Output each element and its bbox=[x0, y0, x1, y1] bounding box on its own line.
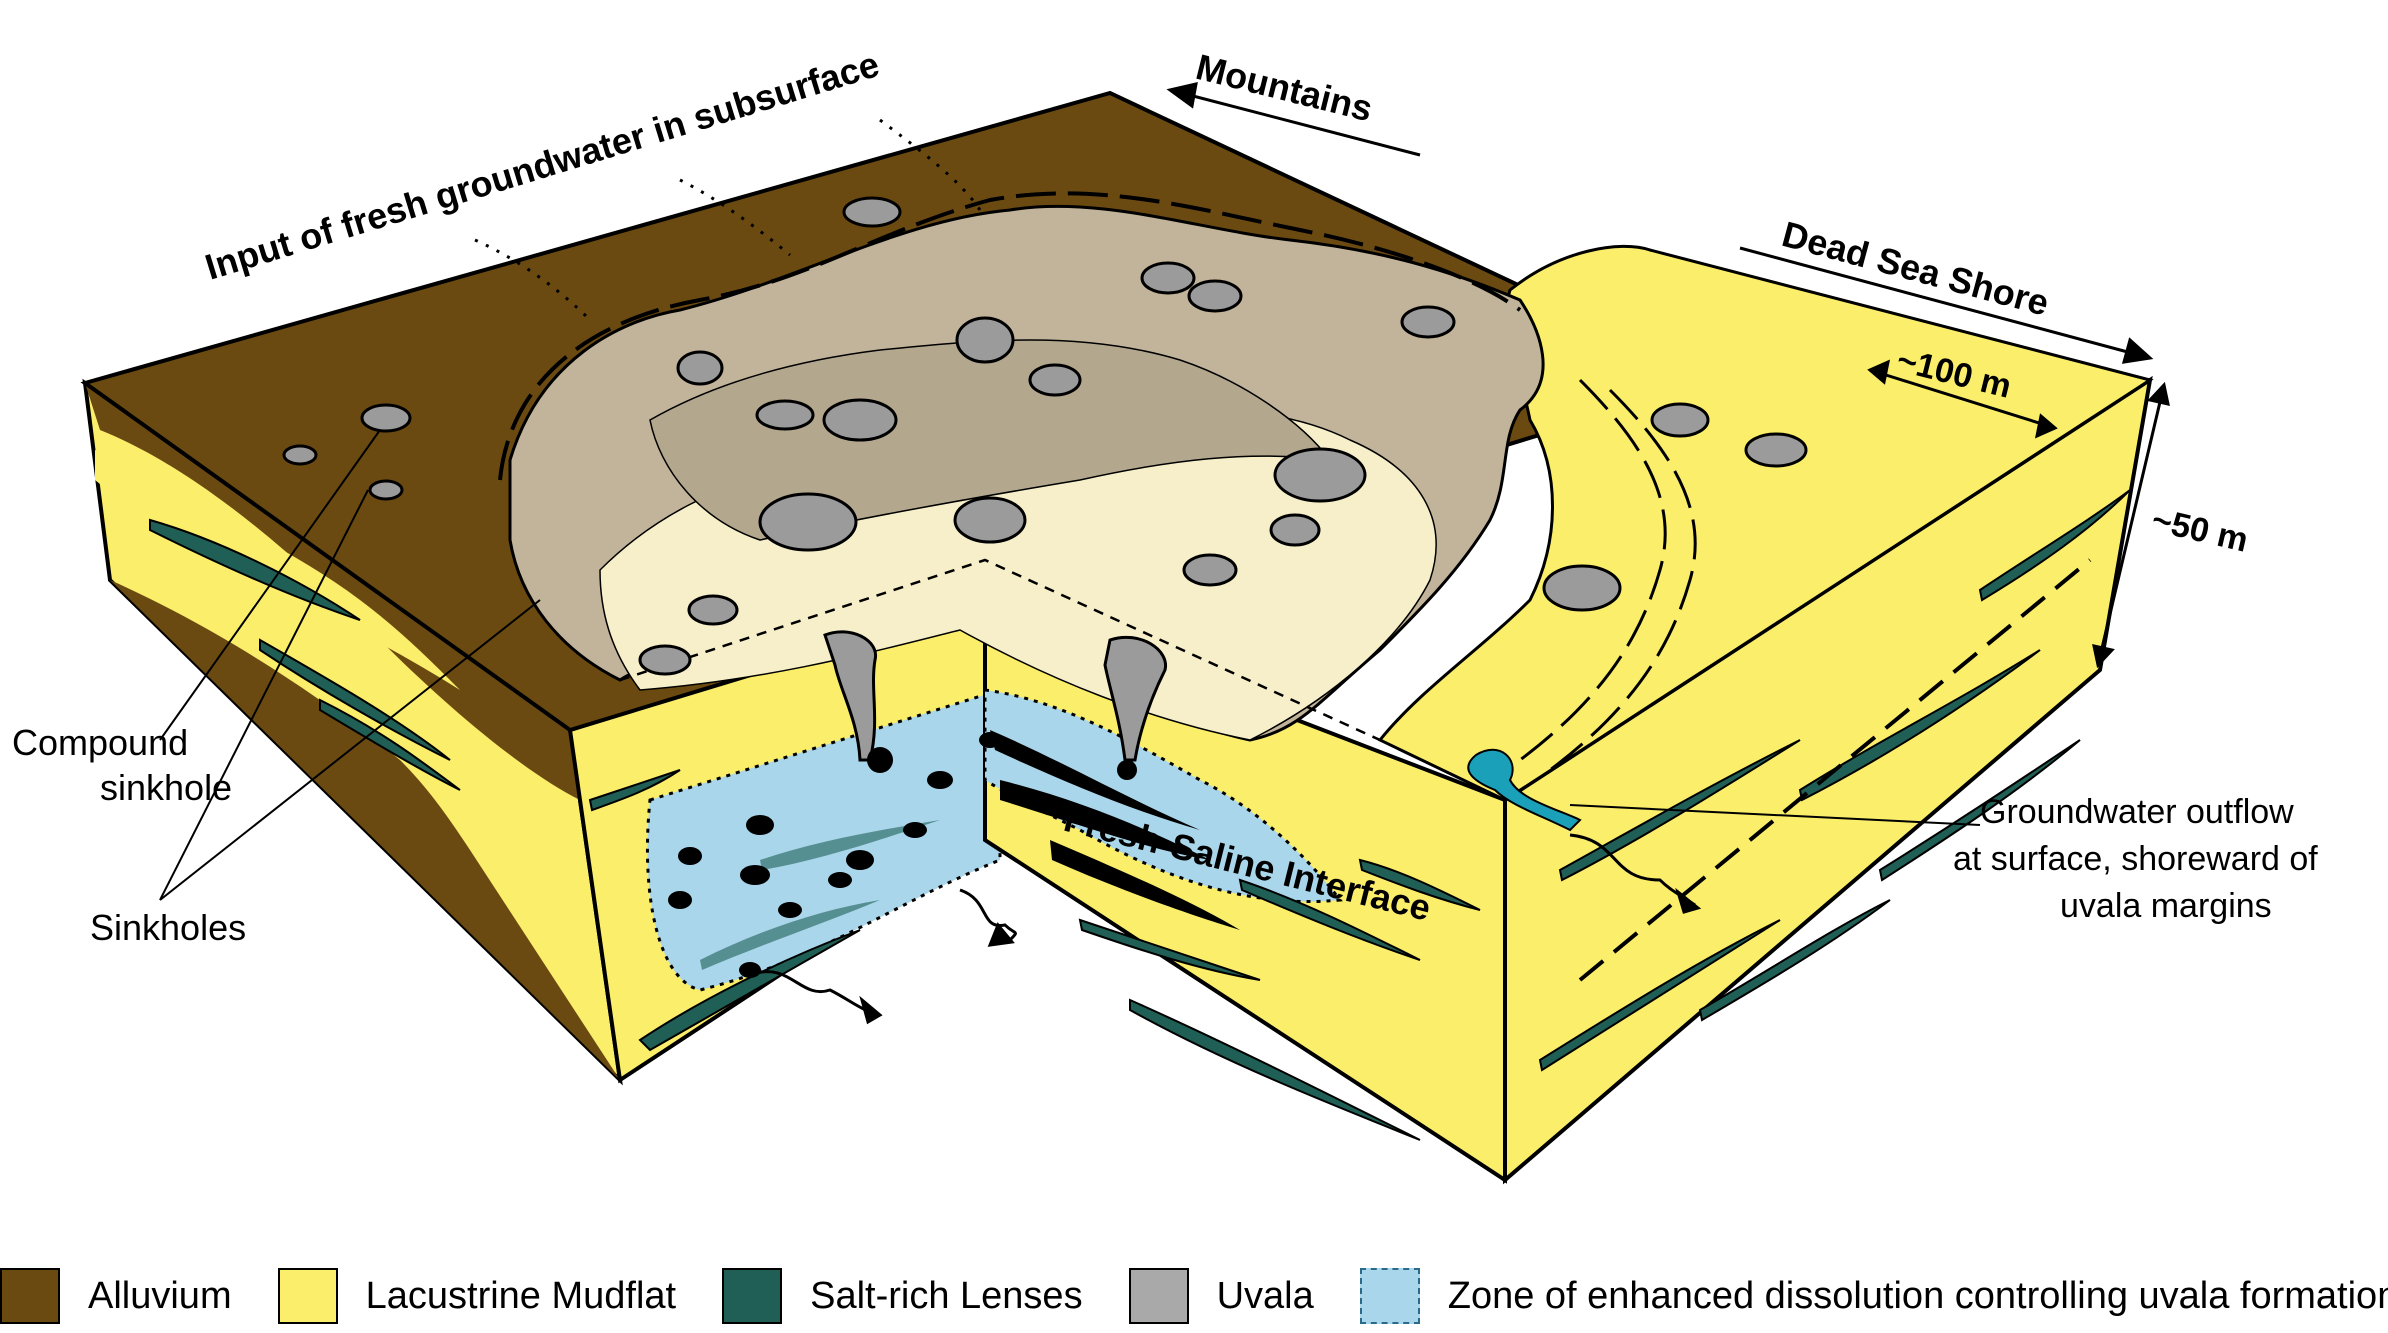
right-front-face bbox=[1503, 375, 2153, 1185]
legend-item-uvala: Uvala bbox=[1128, 1268, 1314, 1324]
label-sinkholes: Sinkholes bbox=[90, 907, 246, 948]
legend-swatch-mudflat bbox=[277, 1268, 338, 1324]
interface-cones bbox=[823, 630, 1167, 780]
dissolution-voids bbox=[668, 730, 1240, 978]
legend-item-salt: Salt-rich Lenses bbox=[722, 1268, 1083, 1324]
legend-label-salt: Salt-rich Lenses bbox=[810, 1274, 1083, 1317]
label-compound-sinkhole-1: Compound bbox=[12, 722, 188, 763]
label-compound-sinkhole-2: sinkhole bbox=[100, 767, 232, 808]
legend-swatch-alluvium bbox=[0, 1268, 60, 1324]
legend-item-mudflat: Lacustrine Mudflat bbox=[277, 1268, 677, 1324]
label-outflow-3: uvala margins bbox=[2060, 887, 2272, 925]
sinkholes-top bbox=[282, 196, 1808, 676]
legend-item-alluvium: Alluvium bbox=[0, 1268, 232, 1324]
top-surface bbox=[80, 90, 2154, 802]
legend-label-mudflat: Lacustrine Mudflat bbox=[365, 1274, 677, 1317]
leader-lines bbox=[159, 429, 1981, 901]
legend-swatch-zone bbox=[1359, 1268, 1420, 1324]
dimension-arrows bbox=[1166, 82, 2170, 669]
legend: Alluvium Lacustrine Mudflat Salt-rich Le… bbox=[0, 1264, 2388, 1328]
left-front-face bbox=[82, 378, 623, 1086]
label-outflow-2: at surface, shoreward of bbox=[1953, 840, 2318, 878]
legend-label-uvala: Uvala bbox=[1216, 1274, 1314, 1317]
label-mountains: Mountains bbox=[1192, 46, 1377, 129]
legend-swatch-salt bbox=[722, 1268, 783, 1324]
label-scale-50m: ~50 m bbox=[2148, 501, 2251, 560]
label-outflow-1: Groundwater outflow bbox=[1980, 793, 2294, 831]
flow-arrows bbox=[749, 833, 1702, 1025]
legend-label-alluvium: Alluvium bbox=[88, 1274, 232, 1317]
legend-swatch-uvala bbox=[1128, 1268, 1189, 1324]
groundwater-input-arrows bbox=[474, 118, 982, 322]
legend-label-zone: Zone of enhanced dissolution controlling… bbox=[1447, 1274, 2388, 1317]
legend-item-zone: Zone of enhanced dissolution controlling… bbox=[1359, 1268, 2388, 1324]
groundwater-outflow bbox=[1467, 748, 1582, 832]
